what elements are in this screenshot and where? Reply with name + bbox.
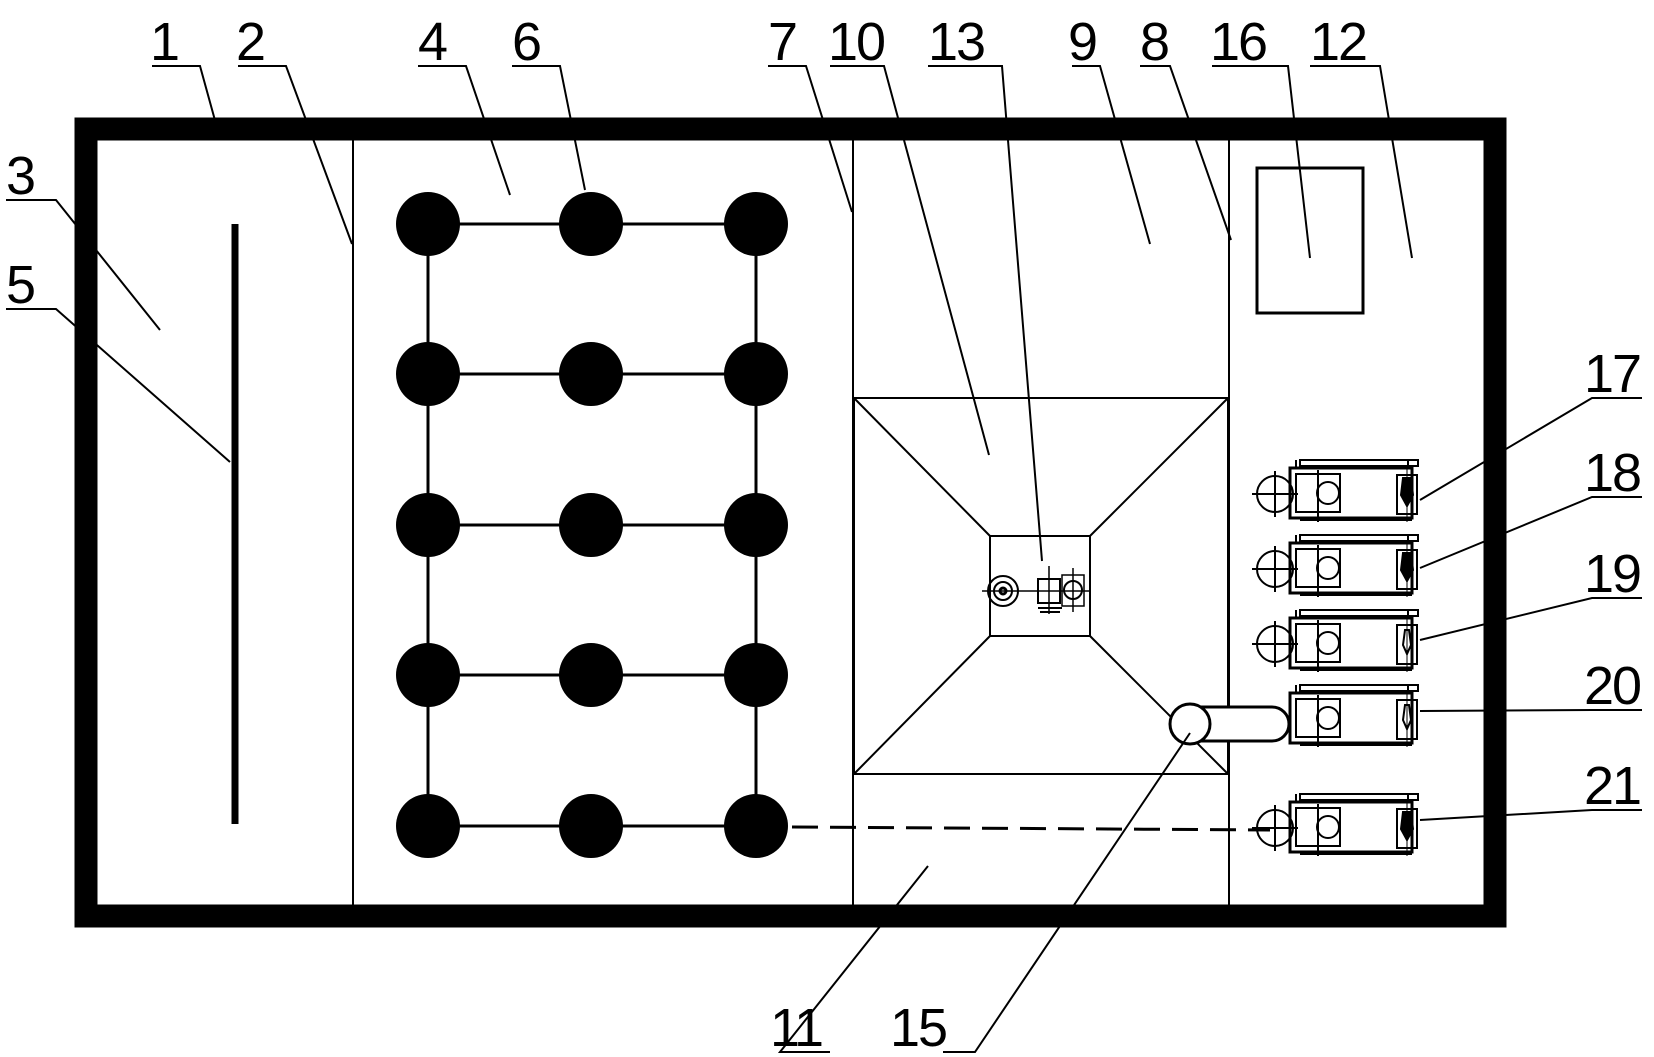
label-19: 19: [1584, 544, 1640, 604]
label-15: 15: [890, 998, 946, 1057]
diffuser: [724, 643, 788, 707]
label-17: 17: [1584, 344, 1640, 404]
pump-unit-19: [1252, 609, 1419, 672]
tank-outer-wall: [74, 117, 1507, 928]
diffuser: [724, 493, 788, 557]
air-supply-dashed-line: [791, 825, 1271, 832]
label-13: 13: [928, 12, 984, 72]
diffuser: [559, 493, 623, 557]
pump-unit-17: [1252, 459, 1419, 522]
diffuser: [559, 643, 623, 707]
label-11: 11: [770, 998, 822, 1057]
label-21: 21: [1584, 756, 1640, 816]
diffuser: [724, 192, 788, 256]
diffuser: [396, 493, 460, 557]
label-7: 7: [768, 12, 796, 72]
diffuser: [559, 342, 623, 406]
leader-lines: [6, 65, 1642, 1053]
diffuser: [396, 342, 460, 406]
label-5: 5: [6, 255, 34, 315]
diffuser: [396, 643, 460, 707]
label-16: 16: [1210, 12, 1266, 72]
label-12: 12: [1310, 12, 1366, 72]
label-3: 3: [6, 146, 34, 206]
label-4: 4: [418, 12, 447, 72]
diffuser: [724, 342, 788, 406]
sludge-pump-13: [982, 566, 1090, 614]
pump-unit-20: [1288, 684, 1419, 747]
label-6: 6: [512, 12, 540, 72]
label-9: 9: [1068, 12, 1096, 72]
diffuser: [396, 192, 460, 256]
diffuser: [396, 794, 460, 858]
label-10: 10: [828, 12, 884, 72]
pump-unit-21: [1252, 793, 1419, 856]
diffuser-grid: [396, 192, 788, 858]
transfer-pipe-15: [1168, 702, 1291, 746]
label-18: 18: [1584, 443, 1640, 503]
label-20: 20: [1584, 656, 1640, 716]
label-8: 8: [1140, 12, 1168, 72]
label-2: 2: [236, 12, 264, 72]
control-box-16: [1255, 166, 1365, 315]
diffuser: [559, 794, 623, 858]
diffuser: [559, 192, 623, 256]
pump-unit-18: [1252, 534, 1419, 597]
label-1: 1: [150, 12, 178, 72]
diffuser: [724, 794, 788, 858]
settling-hopper: [853, 397, 1229, 775]
